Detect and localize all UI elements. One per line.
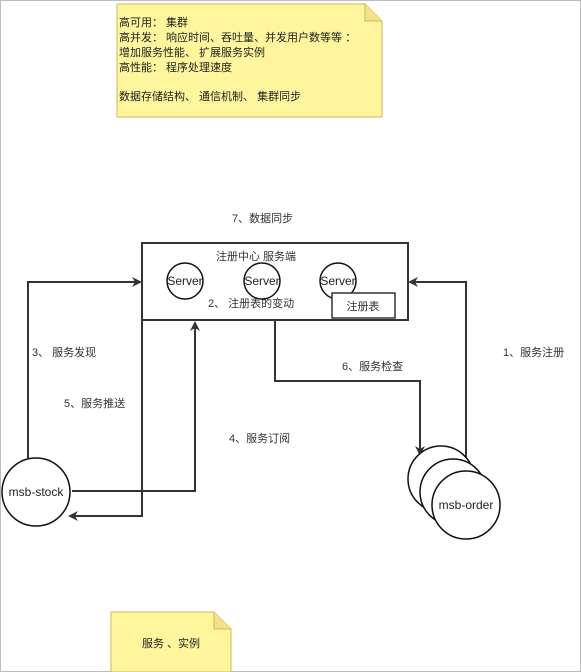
server-label: Server <box>167 274 202 288</box>
node-msb-order-label: msb-order <box>439 498 494 512</box>
server-node[interactable]: Server <box>166 262 204 300</box>
server-node[interactable]: Server <box>319 262 357 300</box>
label-service-discovery: 3、 服务发现 <box>32 345 96 359</box>
server-label: Server <box>244 274 279 288</box>
note-bottom[interactable]: 服务 、实例 <box>110 611 232 672</box>
registry-table-label: 注册表 <box>347 299 380 313</box>
arrow-discovery <box>27 277 142 458</box>
label-data-sync: 7、数据同步 <box>232 211 293 225</box>
server-label: Server <box>320 274 355 288</box>
registry-center[interactable]: 注册中心 服务端 Server Server Server 注册表 2、 注册表… <box>141 242 409 321</box>
note-top-line: 高可用： 集群 <box>119 15 188 29</box>
note-top-line: 高性能： 程序处理速度 <box>119 60 232 74</box>
node-msb-order[interactable]: msb-order <box>407 445 501 540</box>
registry-title: 注册中心 服务端 <box>216 249 296 263</box>
note-bottom-text: 服务 、实例 <box>142 636 200 650</box>
label-service-subscribe: 4、服务订阅 <box>229 432 290 445</box>
note-top[interactable]: 高可用： 集群 高并发： 响应时间、吞吐量、并发用户数等等 ： 增加服务性能、 … <box>116 3 383 118</box>
arrow-register <box>408 277 467 470</box>
node-msb-stock-label: msb-stock <box>9 485 65 499</box>
note-top-line: 增加服务性能、 扩展服务实例 <box>119 45 265 59</box>
arrow-subscribe <box>72 321 200 492</box>
note-top-line: 高并发： 响应时间、吞吐量、并发用户数等等 ： <box>119 30 356 44</box>
label-service-register: 1、服务注册 <box>503 345 564 359</box>
label-service-check: 6、服务检查 <box>342 359 403 373</box>
label-registry-change: 2、 注册表的变动 <box>208 296 294 310</box>
arrow-check <box>274 320 425 456</box>
registry-table[interactable] <box>331 292 396 319</box>
node-msb-stock[interactable]: msb-stock <box>1 457 71 527</box>
note-top-line: 数据存储结构、 通信机制、 集群同步 <box>119 89 301 103</box>
arrow-push <box>68 320 143 521</box>
server-node[interactable]: Server <box>243 262 281 300</box>
label-service-push: 5、服务推送 <box>64 396 125 410</box>
